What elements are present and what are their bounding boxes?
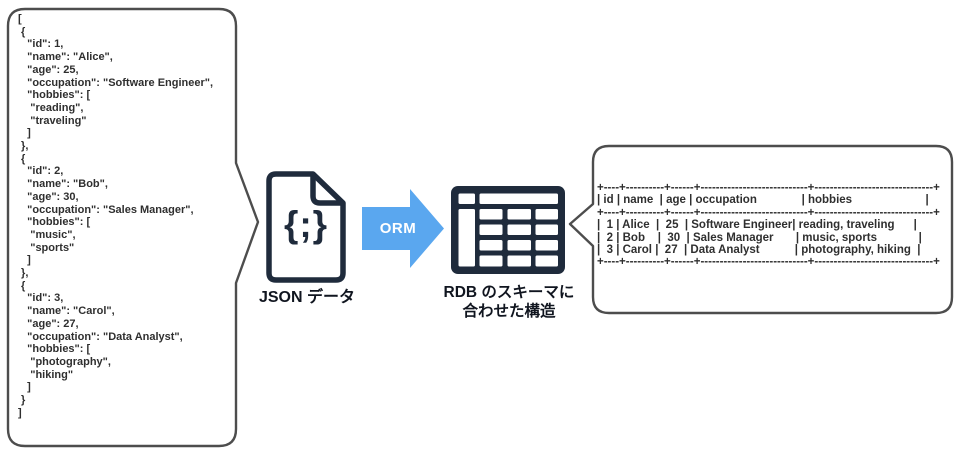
folded-corner-icon [310,174,343,206]
ascii-table-block: +----+----------+------+----------------… [597,182,940,269]
right-callout-bubble [568,144,954,315]
rdb-structure-label: RDB のスキーマに 合わせた構造 [438,283,580,321]
json-data-label: JSON データ [258,289,356,306]
rdb-label-line2: 合わせた構造 [462,303,556,320]
json-file-icon [266,171,346,283]
rdb-table-icon [451,186,565,274]
json-code-block: [ { "id": 1, "name": "Alice", "age": 25,… [18,13,214,419]
json-braces-glyph: {;} [283,204,329,245]
orm-arrow-label: ORM [379,220,417,237]
rdb-label-line1: RDB のスキーマに [443,284,575,301]
left-callout-bubble [6,7,260,448]
orm-arrow [362,189,444,268]
